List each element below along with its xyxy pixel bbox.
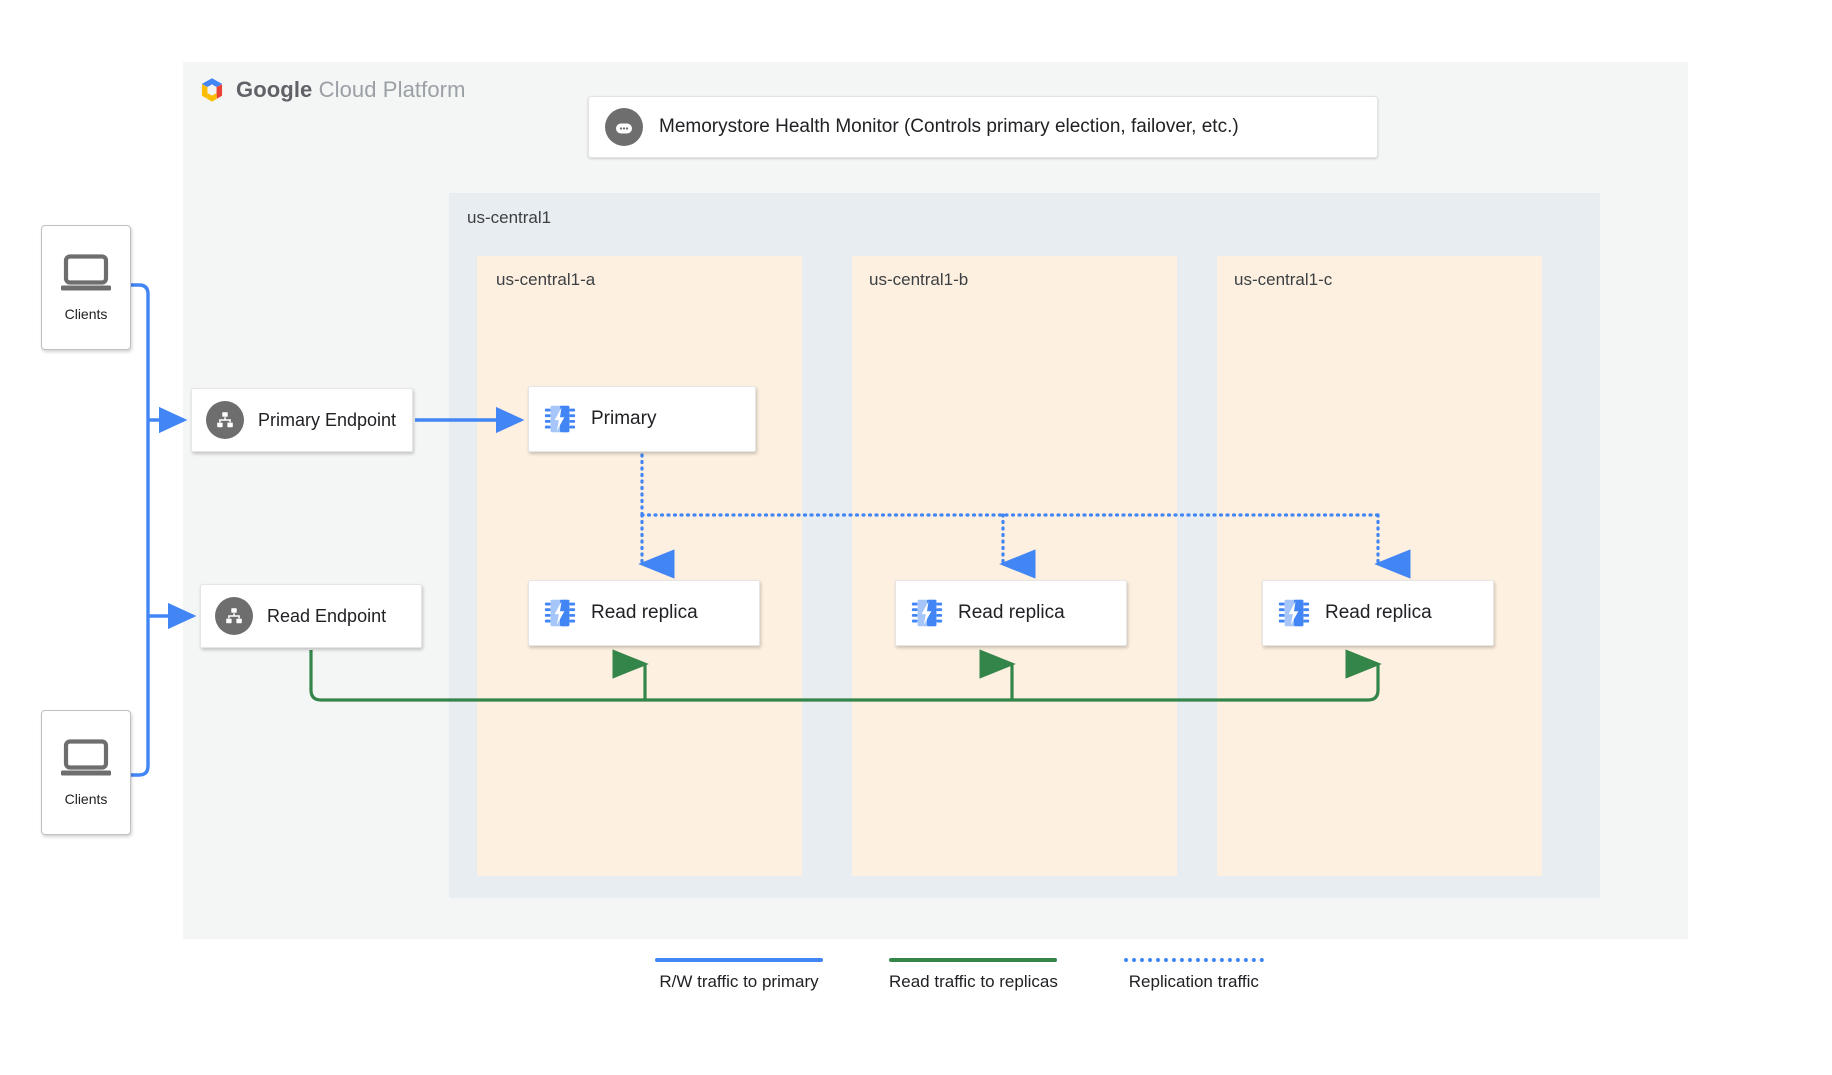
node-read-replica-a-label: Read replica [591, 602, 698, 623]
legend-item-replication-traffic: Replication traffic [1123, 958, 1264, 992]
memorystore-chip-icon [911, 599, 943, 627]
zone-label-c: us-central1-c [1234, 270, 1333, 289]
clients-box-top[interactable]: Clients [41, 225, 131, 350]
legend-swatch-read [889, 958, 1058, 962]
node-read-replica-a[interactable]: Read replica [528, 580, 760, 646]
legend-swatch-rw [655, 958, 823, 962]
node-primary[interactable]: Primary [528, 386, 756, 452]
node-read-replica-c[interactable]: Read replica [1262, 580, 1494, 646]
read-endpoint-card[interactable]: Read Endpoint [200, 584, 422, 648]
memorystore-chip-icon [1278, 599, 1310, 627]
health-monitor-icon [605, 108, 643, 146]
memorystore-chip-icon [544, 405, 576, 433]
legend-label-read: Read traffic to replicas [889, 972, 1058, 991]
node-primary-label: Primary [591, 408, 657, 429]
gcp-logo: Google Cloud Platform [198, 76, 466, 104]
legend-label-replication: Replication traffic [1128, 972, 1259, 991]
legend: R/W traffic to primary Read traffic to r… [655, 958, 1264, 992]
laptop-icon [61, 738, 111, 775]
zone-us-central1-c [1217, 256, 1542, 876]
primary-endpoint-card[interactable]: Primary Endpoint [191, 388, 413, 452]
google-cloud-hexagon-icon [201, 78, 223, 102]
gcp-word-cloud-platform: Cloud Platform [318, 77, 466, 102]
gcp-wordmark: Google Cloud Platform [236, 77, 466, 103]
endpoint-hierarchy-icon [215, 597, 253, 635]
endpoint-hierarchy-icon [206, 401, 244, 439]
legend-swatch-replication [1123, 958, 1264, 962]
zone-us-central1-b [852, 256, 1177, 876]
clients-box-bottom[interactable]: Clients [41, 710, 131, 835]
laptop-icon [61, 253, 111, 290]
zone-us-central1-a [477, 256, 802, 876]
health-monitor-card[interactable]: Memorystore Health Monitor (Controls pri… [588, 96, 1378, 158]
node-read-replica-c-label: Read replica [1325, 602, 1432, 623]
node-read-replica-b[interactable]: Read replica [895, 580, 1127, 646]
primary-endpoint-label: Primary Endpoint [258, 409, 397, 430]
clients-label-top: Clients [64, 305, 108, 322]
node-read-replica-b-label: Read replica [958, 602, 1065, 623]
zone-label-a: us-central1-a [496, 270, 596, 289]
gcp-word-google: Google [236, 77, 313, 102]
clients-label-bottom: Clients [64, 790, 108, 807]
legend-label-rw: R/W traffic to primary [659, 972, 819, 991]
region-label: us-central1 [467, 208, 552, 227]
zone-label-b: us-central1-b [869, 270, 969, 289]
read-endpoint-label: Read Endpoint [267, 605, 387, 626]
memorystore-chip-icon [544, 599, 576, 627]
health-monitor-label: Memorystore Health Monitor (Controls pri… [659, 116, 1239, 137]
client-trunk-wire [126, 283, 150, 777]
legend-item-rw-traffic: R/W traffic to primary [655, 958, 823, 992]
legend-item-read-traffic: Read traffic to replicas [889, 958, 1058, 992]
